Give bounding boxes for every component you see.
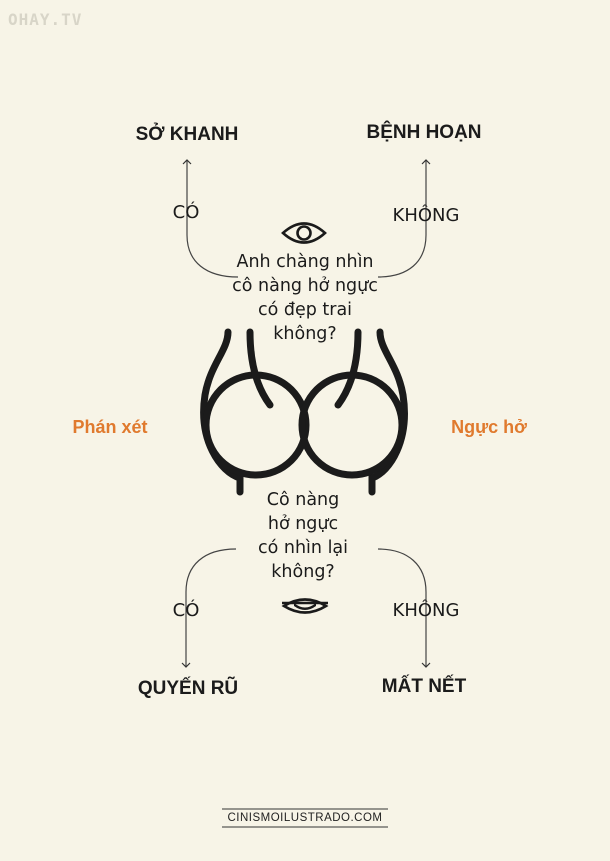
answer-bottom-no: KHÔNG	[392, 600, 460, 621]
question-bottom-line-2: hở ngực	[267, 514, 339, 534]
outcome-bottom-yes: QUYẾN RŨ	[137, 678, 239, 699]
question-bottom-line-4: không?	[271, 562, 335, 582]
outcome-top-no: BỆNH HOẠN	[366, 122, 482, 143]
question-top-line-2: cô nàng hở ngực	[232, 276, 378, 296]
breasts-illustration	[200, 328, 408, 496]
outcome-top-yes: SỞ KHANH	[135, 124, 239, 145]
question-top-line-4: không?	[273, 324, 337, 344]
arrow-bottom-yes	[181, 548, 237, 668]
footer-credit: CINISMOILUSTRADO.COM	[227, 812, 383, 824]
answer-top-no: KHÔNG	[392, 205, 460, 226]
watermark: OHAY.TV	[8, 10, 83, 29]
open-eye-icon	[281, 222, 327, 244]
side-label-right: Ngực hở	[451, 417, 527, 437]
arrow-top-yes	[182, 159, 239, 278]
question-top: Anh chàng nhìn cô nàng hở ngực có đẹp tr…	[232, 250, 378, 346]
question-bottom: Cô nàng hở ngực có nhìn lại không?	[258, 488, 348, 584]
question-top-line-3: có đẹp trai	[257, 300, 353, 320]
question-top-line-1: Anh chàng nhìn	[236, 252, 374, 272]
arrow-top-no	[377, 159, 431, 278]
arrow-bottom-no	[377, 548, 431, 668]
answer-bottom-yes: CÓ	[172, 600, 200, 621]
answer-top-yes: CÓ	[172, 202, 200, 223]
side-label-left: Phán xét	[72, 417, 148, 437]
question-bottom-line-1: Cô nàng	[266, 490, 340, 510]
half-closed-eye-icon	[281, 598, 329, 614]
outcome-bottom-no: MẤT NẾT	[381, 676, 467, 697]
question-bottom-line-3: có nhìn lại	[257, 538, 349, 558]
